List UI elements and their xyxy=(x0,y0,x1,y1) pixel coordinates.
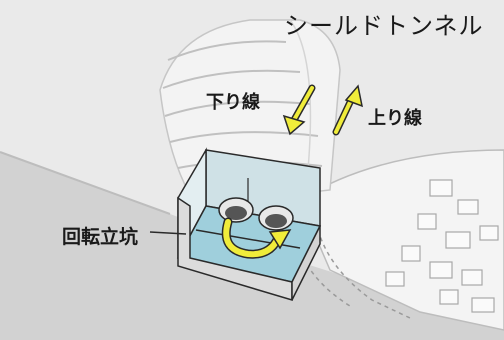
shaft-leader-line xyxy=(149,231,187,235)
path-line xyxy=(317,229,411,319)
down-arrow xyxy=(282,84,316,136)
tunnel-openings xyxy=(218,197,294,231)
up-arrow xyxy=(332,84,364,136)
ground-edge xyxy=(0,151,171,215)
tunnel-divider xyxy=(289,19,312,191)
rotating-shaft-label: 回転立坑 xyxy=(62,226,139,248)
diagram-title: シールドトンネル xyxy=(284,12,484,40)
up-line-label: 上り線 xyxy=(368,108,422,129)
path-line xyxy=(299,249,351,307)
tunnel-rings xyxy=(162,40,323,169)
down-line-label: 下り線 xyxy=(206,92,260,113)
rotation-arrow xyxy=(221,217,292,259)
rubble-blocks xyxy=(385,179,499,313)
